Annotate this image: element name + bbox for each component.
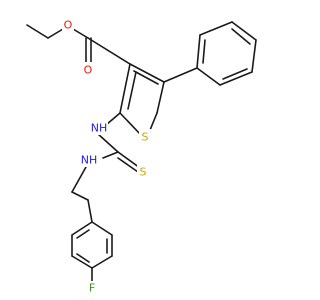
ester-oxygen-atom: O bbox=[62, 18, 74, 32]
bond-fph-3-4 bbox=[91, 255, 113, 269]
phenethyl-chain bbox=[71, 166, 93, 223]
bond-ph-inner-c bbox=[202, 39, 206, 64]
thiourea-linker bbox=[97, 112, 141, 173]
phenyl-ring bbox=[163, 21, 257, 86]
fluorine-label: F bbox=[89, 282, 95, 295]
thiophene-sulfur-atom: S bbox=[139, 129, 151, 144]
fluorine-atom: F bbox=[86, 281, 98, 295]
bond-c3-c4 bbox=[129, 63, 165, 83]
bond-ch2-aryl bbox=[87, 199, 93, 223]
atom-labels: O O S NH NH S F bbox=[62, 18, 151, 295]
bond-c3-c4-inner bbox=[133, 70, 159, 85]
lower-nh-atom: NH bbox=[80, 153, 98, 167]
chemical-structure-diagram: O O S NH NH S F bbox=[26, 18, 257, 295]
bond-nh-cs bbox=[97, 133, 119, 153]
carbonyl-oxygen-label: O bbox=[84, 64, 93, 77]
bond-ph-6-1 bbox=[196, 34, 201, 69]
bond-carbonyl-c-ring bbox=[87, 37, 131, 65]
bond-fph-6-1 bbox=[71, 221, 93, 236]
fluorophenyl-ring bbox=[71, 221, 113, 284]
thiophene-ring bbox=[119, 63, 165, 136]
upper-nh-label: NH bbox=[91, 122, 108, 135]
bond-s-c2 bbox=[119, 112, 142, 136]
bond-nh-ch2 bbox=[71, 166, 87, 193]
thione-sulfur-atom: S bbox=[137, 165, 149, 179]
bond-c5-phenyl bbox=[163, 67, 198, 83]
thiophene-sulfur-label: S bbox=[142, 131, 149, 144]
carbonyl-oxygen-atom: O bbox=[82, 62, 94, 77]
bond-ph-2-3 bbox=[219, 71, 253, 86]
bond-ph-inner-b bbox=[231, 28, 251, 45]
bond-cs-s-double-2 bbox=[117, 157, 139, 173]
ethyl-ester-group bbox=[26, 24, 131, 65]
bond-ph-inner-a bbox=[222, 68, 248, 80]
bond-ph-1-2 bbox=[196, 67, 221, 86]
bond-fph-inner-b bbox=[76, 253, 90, 263]
bond-ph-5-6 bbox=[199, 21, 233, 36]
bond-ch3-ch2 bbox=[26, 24, 49, 39]
bond-c2-c3 bbox=[119, 63, 131, 114]
bond-ph-3-4 bbox=[251, 39, 257, 73]
ester-oxygen-label: O bbox=[64, 19, 73, 32]
bond-c2-c3-inner bbox=[127, 71, 137, 110]
bond-c4-c5 bbox=[156, 81, 165, 114]
bond-fph-1-2 bbox=[91, 221, 113, 236]
bond-c2-nh bbox=[105, 112, 121, 126]
bond-cs-nh bbox=[102, 151, 119, 159]
lower-nh-label: NH bbox=[81, 154, 98, 167]
bond-cs-s-double-1 bbox=[117, 151, 141, 169]
bond-fph-4-5 bbox=[71, 255, 93, 269]
bond-ch2-ch2 bbox=[71, 191, 89, 201]
upper-nh-atom: NH bbox=[90, 121, 108, 135]
bond-ph-4-5 bbox=[231, 21, 257, 41]
thione-sulfur-label: S bbox=[140, 166, 147, 179]
bond-fph-inner-c bbox=[76, 229, 90, 239]
